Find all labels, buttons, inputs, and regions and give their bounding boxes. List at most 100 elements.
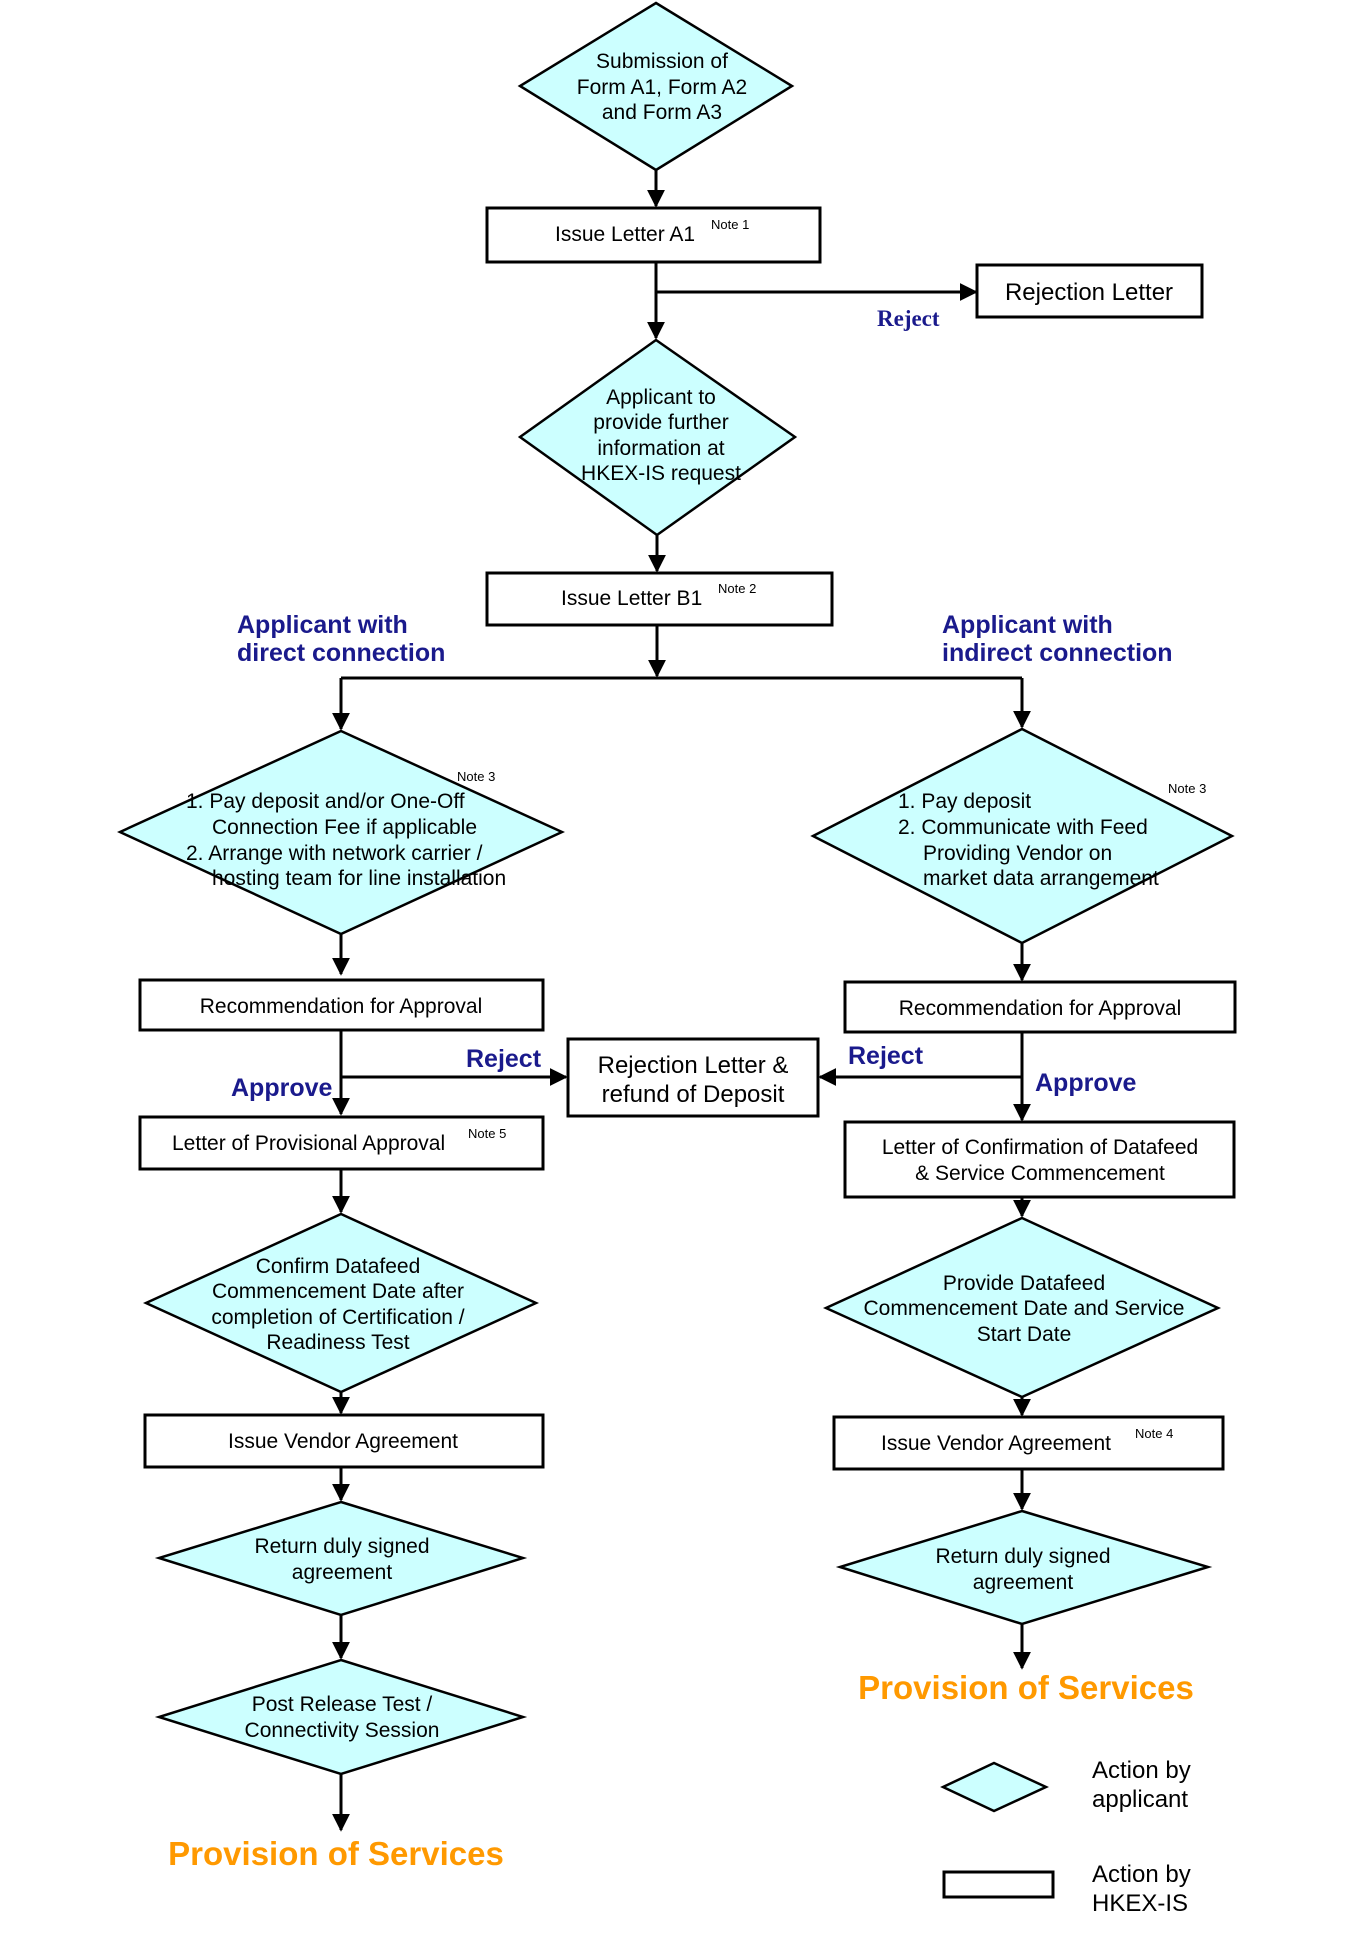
direct-pay-node: Note 3 1. Pay deposit and/or One-Off Con… [117,729,565,936]
return-right-text-1: Return duly signed [935,1545,1110,1568]
submission-diamond [517,1,795,172]
confirmation-box [843,1120,1236,1199]
letter-a1-note: Note 1 [711,217,749,232]
post-release-diamond [154,1658,528,1776]
legend-applicant-diamond [940,1761,1049,1813]
confirm-date-node: Confirm Datafeed Commencement Date after… [142,1212,540,1394]
return-left-text-2: agreement [292,1561,393,1584]
post-release-node: Post Release Test / Connectivity Session [154,1658,528,1776]
further-info-node: Applicant to provide further information… [517,338,798,537]
reject-left-label: Reject [466,1045,542,1073]
vendor-left-node: Issue Vendor Agreement [143,1413,545,1469]
direct-pay-text-4: hosting team for line installation [212,867,506,890]
legend-hkex-text-1: Action by [1092,1861,1191,1888]
submission-text-2: Form A1, Form A2 [577,76,747,99]
letter-a1-node: Issue Letter A1 Note 1 [485,206,822,264]
return-right-node: Return duly signed agreement [835,1509,1213,1626]
return-right-diamond [835,1509,1213,1626]
direct-pay-diamond [117,729,565,936]
rejection-letter-text: Rejection Letter [1005,279,1173,306]
submission-text-1: Submission of [596,50,728,73]
approve-right-label: Approve [1035,1069,1137,1097]
submission-text-3: and Form A3 [602,101,722,124]
provision-right-label: Provision of Services [858,1669,1194,1706]
confirm-date-text-4: Readiness Test [266,1331,409,1354]
return-left-node: Return duly signed agreement [154,1500,528,1617]
indirect-pay-text-1: 1. Pay deposit [898,790,1031,813]
direct-label-2: direct connection [237,639,445,667]
direct-pay-text-1: 1. Pay deposit and/or One-Off [186,790,465,813]
indirect-pay-note: Note 3 [1168,781,1206,796]
confirm-date-text-2: Commencement Date after [212,1280,464,1303]
rejection-letter-box [975,263,1204,319]
reject-right-label: Reject [848,1042,924,1070]
further-info-diamond [517,338,798,537]
provide-date-diamond [822,1216,1222,1399]
rec-right-box [843,980,1237,1034]
rejection-refund-text-2: refund of Deposit [602,1081,785,1108]
rec-left-box [138,978,545,1032]
rejection-refund-node: Rejection Letter & refund of Deposit [566,1037,820,1118]
further-info-text-2: provide further [593,411,728,434]
provisional-note: Note 5 [468,1126,506,1141]
provide-date-node: Provide Datafeed Commencement Date and S… [822,1216,1222,1399]
rec-left-node: Recommendation for Approval [138,978,545,1032]
legend-applicant-text-1: Action by [1092,1757,1191,1784]
return-right-text-2: agreement [973,1571,1074,1594]
rec-left-text: Recommendation for Approval [200,995,483,1018]
confirmation-node: Letter of Confirmation of Datafeed & Ser… [843,1120,1236,1199]
indirect-pay-text-4: market data arrangement [923,867,1159,890]
legend: Action by applicant Action by HKEX-IS [940,1757,1191,1917]
connectors [332,170,1031,1832]
approve-left-label: Approve [231,1074,333,1102]
submission-node: Submission of Form A1, Form A2 and Form … [517,1,795,172]
direct-label-1: Applicant with [237,611,408,639]
confirm-date-diamond [142,1212,540,1394]
provisional-text: Letter of Provisional Approval [172,1132,445,1155]
provide-date-text-3: Start Date [977,1323,1072,1346]
confirmation-text-1: Letter of Confirmation of Datafeed [882,1136,1198,1159]
further-info-text-1: Applicant to [606,386,716,409]
letter-b1-note: Note 2 [718,581,756,596]
letter-b1-node: Issue Letter B1 Note 2 [485,571,834,627]
vendor-left-text: Issue Vendor Agreement [228,1430,458,1453]
letter-b1-text: Issue Letter B1 [561,587,702,610]
indirect-pay-node: Note 3 1. Pay deposit 2. Communicate wit… [810,727,1235,945]
letter-a1-box [485,206,822,264]
rejection-refund-box [566,1037,820,1118]
provide-date-text-2: Commencement Date and Service [864,1297,1185,1320]
indirect-pay-diamond [810,727,1235,945]
confirm-date-text-1: Confirm Datafeed [256,1255,421,1278]
provisional-node: Letter of Provisional Approval Note 5 [138,1115,545,1171]
indirect-pay-text-3: Providing Vendor on [923,842,1112,865]
legend-hkex-box [942,1870,1055,1899]
direct-pay-text-2: Connection Fee if applicable [212,816,477,839]
reject-a1-label: Reject [877,306,940,331]
rec-right-node: Recommendation for Approval [843,980,1237,1034]
legend-applicant-text-2: applicant [1092,1786,1188,1813]
vendor-right-node: Issue Vendor Agreement Note 4 [832,1415,1225,1471]
rejection-letter-node: Rejection Letter [975,263,1204,319]
vendor-right-text: Issue Vendor Agreement [881,1432,1111,1455]
confirmation-text-2: & Service Commencement [915,1162,1165,1185]
indirect-label-2: indirect connection [942,639,1173,667]
vendor-right-note: Note 4 [1135,1426,1173,1441]
direct-pay-text-3: 2. Arrange with network carrier / [186,842,483,865]
direct-pay-note: Note 3 [457,769,495,784]
rejection-refund-text-1: Rejection Letter & [598,1052,789,1079]
vendor-right-box [832,1415,1225,1471]
letter-b1-box [485,571,834,627]
post-release-text-2: Connectivity Session [245,1719,440,1742]
rec-right-text: Recommendation for Approval [899,997,1182,1020]
confirm-date-text-3: completion of Certification / [211,1306,464,1329]
post-release-text-1: Post Release Test / [252,1693,433,1716]
provision-left-label: Provision of Services [168,1835,504,1872]
provide-date-text-1: Provide Datafeed [943,1272,1105,1295]
return-left-text-1: Return duly signed [254,1535,429,1558]
indirect-pay-text-2: 2. Communicate with Feed [898,816,1148,839]
further-info-text-4: HKEX-IS request [581,462,741,485]
further-info-text-3: information at [597,437,724,460]
vendor-left-box [143,1413,545,1469]
letter-a1-text: Issue Letter A1 [555,223,695,246]
